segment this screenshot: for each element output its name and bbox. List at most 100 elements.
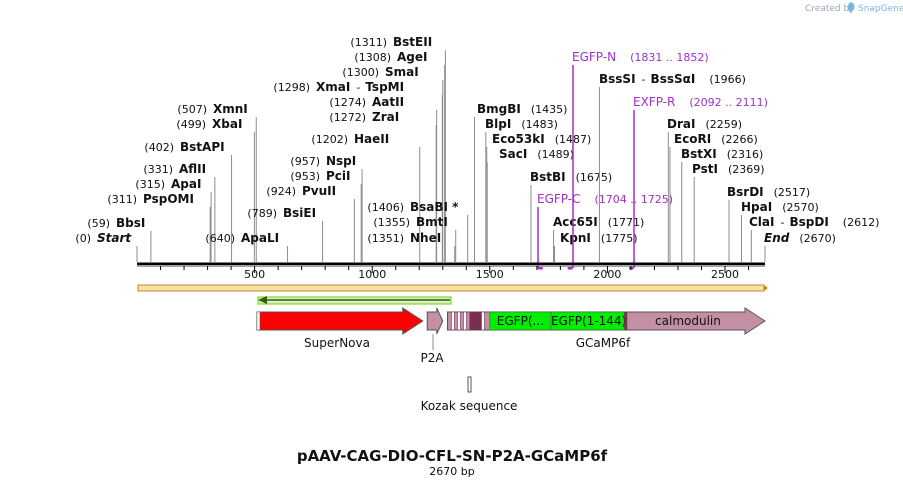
restriction-site[interactable]: KpnI(1775): [553, 231, 637, 262]
restriction-site[interactable]: BbsI(59): [87, 216, 152, 262]
primer-range: (1831 .. 1852): [630, 51, 709, 64]
feature-start-mark: [256, 311, 261, 331]
site-name: BstXI: [681, 147, 717, 161]
restriction-site[interactable]: End(2670): [764, 231, 836, 262]
site-position: (311): [107, 193, 137, 206]
site-position: (1675): [576, 171, 613, 184]
restriction-site[interactable]: BstXI (2316): [681, 147, 763, 262]
primer-bar: [567, 267, 573, 270]
restriction-site[interactable]: PvuII(924): [266, 184, 355, 262]
linker-mark: [624, 312, 628, 330]
linker-mark: [463, 311, 467, 331]
site-name: ApaI: [171, 177, 201, 191]
site-name: SacI: [499, 147, 527, 161]
feature-p2a[interactable]: P2A: [420, 307, 444, 365]
restriction-site[interactable]: BsaBI * (1406): [367, 200, 469, 262]
credit-brand: SnapGene: [858, 4, 903, 14]
restriction-site[interactable]: PciI(953): [290, 169, 362, 262]
restriction-site[interactable]: EcoRI(2266): [669, 132, 758, 262]
restriction-site[interactable]: BstEII(1311): [350, 35, 446, 262]
site-position: (1406): [367, 201, 404, 214]
restriction-site[interactable]: BsrDI(2517): [727, 185, 810, 262]
restriction-site[interactable]: XmaI(1298)-TspMI: [273, 80, 443, 262]
site-name: AflII: [179, 162, 206, 176]
restriction-site[interactable]: BlpI(1483): [485, 117, 558, 262]
restriction-site[interactable]: HpaI(2570): [740, 200, 819, 262]
primer[interactable]: EGFP-N (1831 .. 1852): [567, 50, 709, 270]
map-title: pAAV-CAG-DIO-CFL-SN-P2A-GCaMP6f: [297, 447, 608, 465]
site-name: BmtI: [416, 215, 448, 229]
site-position: (1489): [537, 148, 574, 161]
restriction-site[interactable]: PstI(2369): [692, 162, 765, 262]
restriction-site[interactable]: ApaLI(640): [205, 231, 289, 262]
segment-label: EGFP(...: [497, 314, 544, 328]
primer-range: (2092 .. 2111): [689, 96, 768, 109]
restriction-site[interactable]: SacI (1489): [486, 147, 574, 262]
restriction-site[interactable]: BstAPI(402): [144, 140, 233, 262]
primer-range: (1704 .. 1725): [594, 193, 673, 206]
site-position: (1274): [329, 96, 366, 109]
insert-bar: [137, 284, 768, 292]
site-position: (1308): [354, 51, 391, 64]
site-position: (2612): [843, 216, 880, 229]
site-position: (1298): [273, 81, 310, 94]
site-name: KpnI: [560, 231, 591, 245]
restriction-site[interactable]: Start(0): [75, 231, 138, 262]
primer[interactable]: EGFP-C (1704 .. 1725): [537, 192, 673, 270]
restriction-site[interactable]: XbaI(499): [176, 117, 255, 262]
restriction-site[interactable]: Acc65I(1771): [553, 215, 644, 262]
restriction-site[interactable]: SmaI (1300): [342, 65, 444, 262]
site-name: EcoRI: [674, 132, 711, 146]
site-name: BsiEI: [283, 206, 316, 220]
linker-mark: [451, 311, 455, 331]
restriction-site[interactable]: BmtI(1355): [373, 215, 457, 262]
site-name: ZraI: [372, 110, 399, 124]
site-position: (331): [143, 163, 173, 176]
site-name: HpaI: [741, 200, 772, 214]
restriction-sites: Start(0)BbsI(59) PspOMI (311)ApaI(315)AflI…: [75, 35, 879, 262]
restriction-site[interactable]: AgeI (1308): [354, 50, 446, 262]
site-name: AgeI: [397, 50, 427, 64]
scale-tick-label: 500: [244, 268, 265, 281]
site-position: (2316): [727, 148, 764, 161]
site-position: (1483): [521, 118, 558, 131]
site-name: SmaI: [385, 65, 419, 79]
restriction-site[interactable]: ApaI(315): [135, 177, 212, 262]
site-name: ClaI: [749, 215, 774, 229]
restriction-site[interactable]: XmnI(507): [177, 102, 257, 262]
restriction-site[interactable]: BssSI(1966)-BssSαI: [598, 72, 746, 262]
site-position: (1300): [342, 66, 379, 79]
restriction-site[interactable]: BstBI(1675): [530, 170, 612, 262]
restriction-site[interactable]: DraI(2259): [667, 117, 742, 262]
restriction-site[interactable]: NspI(957): [290, 154, 363, 262]
site-position: (2259): [705, 118, 742, 131]
restriction-site[interactable]: NheI(1351): [367, 231, 456, 262]
site-position: (789): [247, 207, 277, 220]
site-name: XmaI: [316, 80, 350, 94]
primer[interactable]: EXFP-R(2092 .. 2111): [629, 95, 768, 270]
restriction-site[interactable]: ClaI(2612)-BspDI: [749, 215, 879, 262]
feature-supernova[interactable]: SuperNova: [256, 307, 424, 350]
site-position: (957): [290, 155, 320, 168]
site-name: PspOMI: [143, 192, 194, 206]
site-name: End: [764, 231, 790, 245]
restriction-site[interactable]: HaeII(1202): [311, 132, 421, 262]
site-position: (2517): [774, 186, 811, 199]
site-name: BsaBI *: [410, 200, 459, 214]
restriction-site[interactable]: BsiEI (789): [247, 206, 324, 262]
restriction-site[interactable]: AatII(1274): [329, 95, 438, 262]
site-position: (1966): [709, 73, 746, 86]
restriction-site[interactable]: BmgBI(1435): [474, 102, 568, 262]
primer-name: EGFP-N: [572, 50, 616, 64]
restriction-site[interactable]: AflII (331): [143, 162, 216, 262]
site-name: XmnI: [213, 102, 248, 116]
primer-bar: [537, 267, 543, 270]
feature-label: GCaMP6f: [576, 336, 631, 350]
feature-arrow: [426, 307, 444, 335]
map-subtitle: 2670 bp: [429, 465, 474, 478]
restriction-site[interactable]: PspOMI (311): [107, 192, 211, 262]
site-name: NheI: [410, 231, 441, 245]
primer-name: EGFP-C: [537, 192, 580, 206]
features: SuperNovaP2AEGFP(...EGFP(1-144)calmoduli…: [256, 307, 766, 413]
